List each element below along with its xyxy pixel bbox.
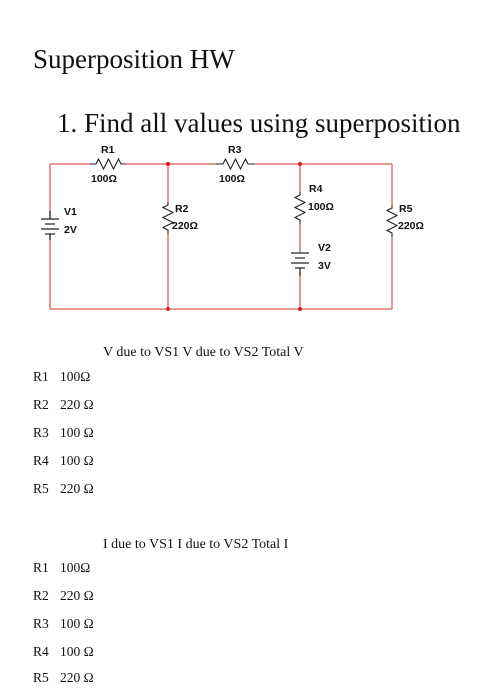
resistor-r4-symbol	[293, 192, 307, 224]
r1-name: R1	[101, 144, 115, 156]
r3-value: 100Ω	[219, 173, 245, 185]
row-value: 100Ω	[60, 369, 91, 384]
row-name: R3	[33, 425, 49, 440]
voltage-row-r2: R2 220 Ω	[33, 397, 94, 413]
row-value: 100 Ω	[60, 453, 94, 468]
resistor-r1-symbol	[90, 157, 126, 171]
row-name: R2	[33, 588, 49, 603]
r1-value: 100Ω	[91, 173, 117, 185]
current-row-r1: R1 100Ω	[33, 560, 90, 576]
problem-statement: 1. Find all values using superposition	[57, 108, 461, 138]
v2-value: 3V	[318, 260, 331, 272]
r5-value: 220Ω	[398, 220, 424, 232]
document-title: Superposition HW	[33, 44, 235, 74]
voltage-row-r3: R3 100 Ω	[33, 425, 94, 441]
r3-name: R3	[228, 144, 242, 156]
node-top-r2	[166, 162, 170, 166]
voltage-table-header: V due to VS1 V due to VS2 Total V	[103, 345, 304, 360]
resistor-r3-symbol	[216, 157, 255, 171]
resistor-r5-symbol	[385, 205, 399, 237]
current-table-header: I due to VS1 I due to VS2 Total I	[103, 537, 289, 552]
voltage-row-r1: R1 100Ω	[33, 369, 90, 385]
voltage-row-r4: R4 100 Ω	[33, 453, 94, 469]
row-name: R4	[33, 644, 49, 659]
voltage-row-r5: R5 220 Ω	[33, 481, 94, 497]
node-bottom-r2	[166, 307, 170, 311]
v1-value: 2V	[64, 224, 77, 236]
row-name: R4	[33, 453, 49, 468]
r2-value: 220Ω	[172, 220, 198, 232]
row-value: 100 Ω	[60, 644, 94, 659]
battery-v2-symbol	[291, 252, 309, 276]
row-value: 100Ω	[60, 560, 91, 575]
row-value: 220 Ω	[60, 588, 94, 603]
current-row-r3: R3 100 Ω	[33, 616, 94, 632]
row-name: R5	[33, 670, 49, 685]
row-name: R1	[33, 369, 49, 384]
row-name: R2	[33, 397, 49, 412]
row-value: 220 Ω	[60, 670, 94, 685]
row-value: 100 Ω	[60, 425, 94, 440]
r2-name: R2	[175, 203, 189, 215]
node-top-r4	[298, 162, 302, 166]
current-row-r4: R4 100 Ω	[33, 644, 94, 660]
battery-v1-symbol	[41, 211, 59, 240]
row-name: R3	[33, 616, 49, 631]
row-value: 220 Ω	[60, 397, 94, 412]
resistor-r2-symbol	[161, 202, 175, 234]
r4-value: 100Ω	[308, 201, 334, 213]
r5-name: R5	[399, 203, 413, 215]
v1-name: V1	[64, 206, 77, 218]
v2-name: V2	[318, 242, 331, 254]
r4-name: R4	[309, 183, 323, 195]
row-name: R5	[33, 481, 49, 496]
current-row-r2: R2 220 Ω	[33, 588, 94, 604]
row-name: R1	[33, 560, 49, 575]
current-row-r5: R5 220 Ω	[33, 670, 94, 686]
row-value: 100 Ω	[60, 616, 94, 631]
row-value: 220 Ω	[60, 481, 94, 496]
circuit-diagram: R1 100Ω R3 100Ω R2 220Ω R4 100Ω R5 220Ω …	[41, 144, 424, 311]
node-bottom-r4	[298, 307, 302, 311]
